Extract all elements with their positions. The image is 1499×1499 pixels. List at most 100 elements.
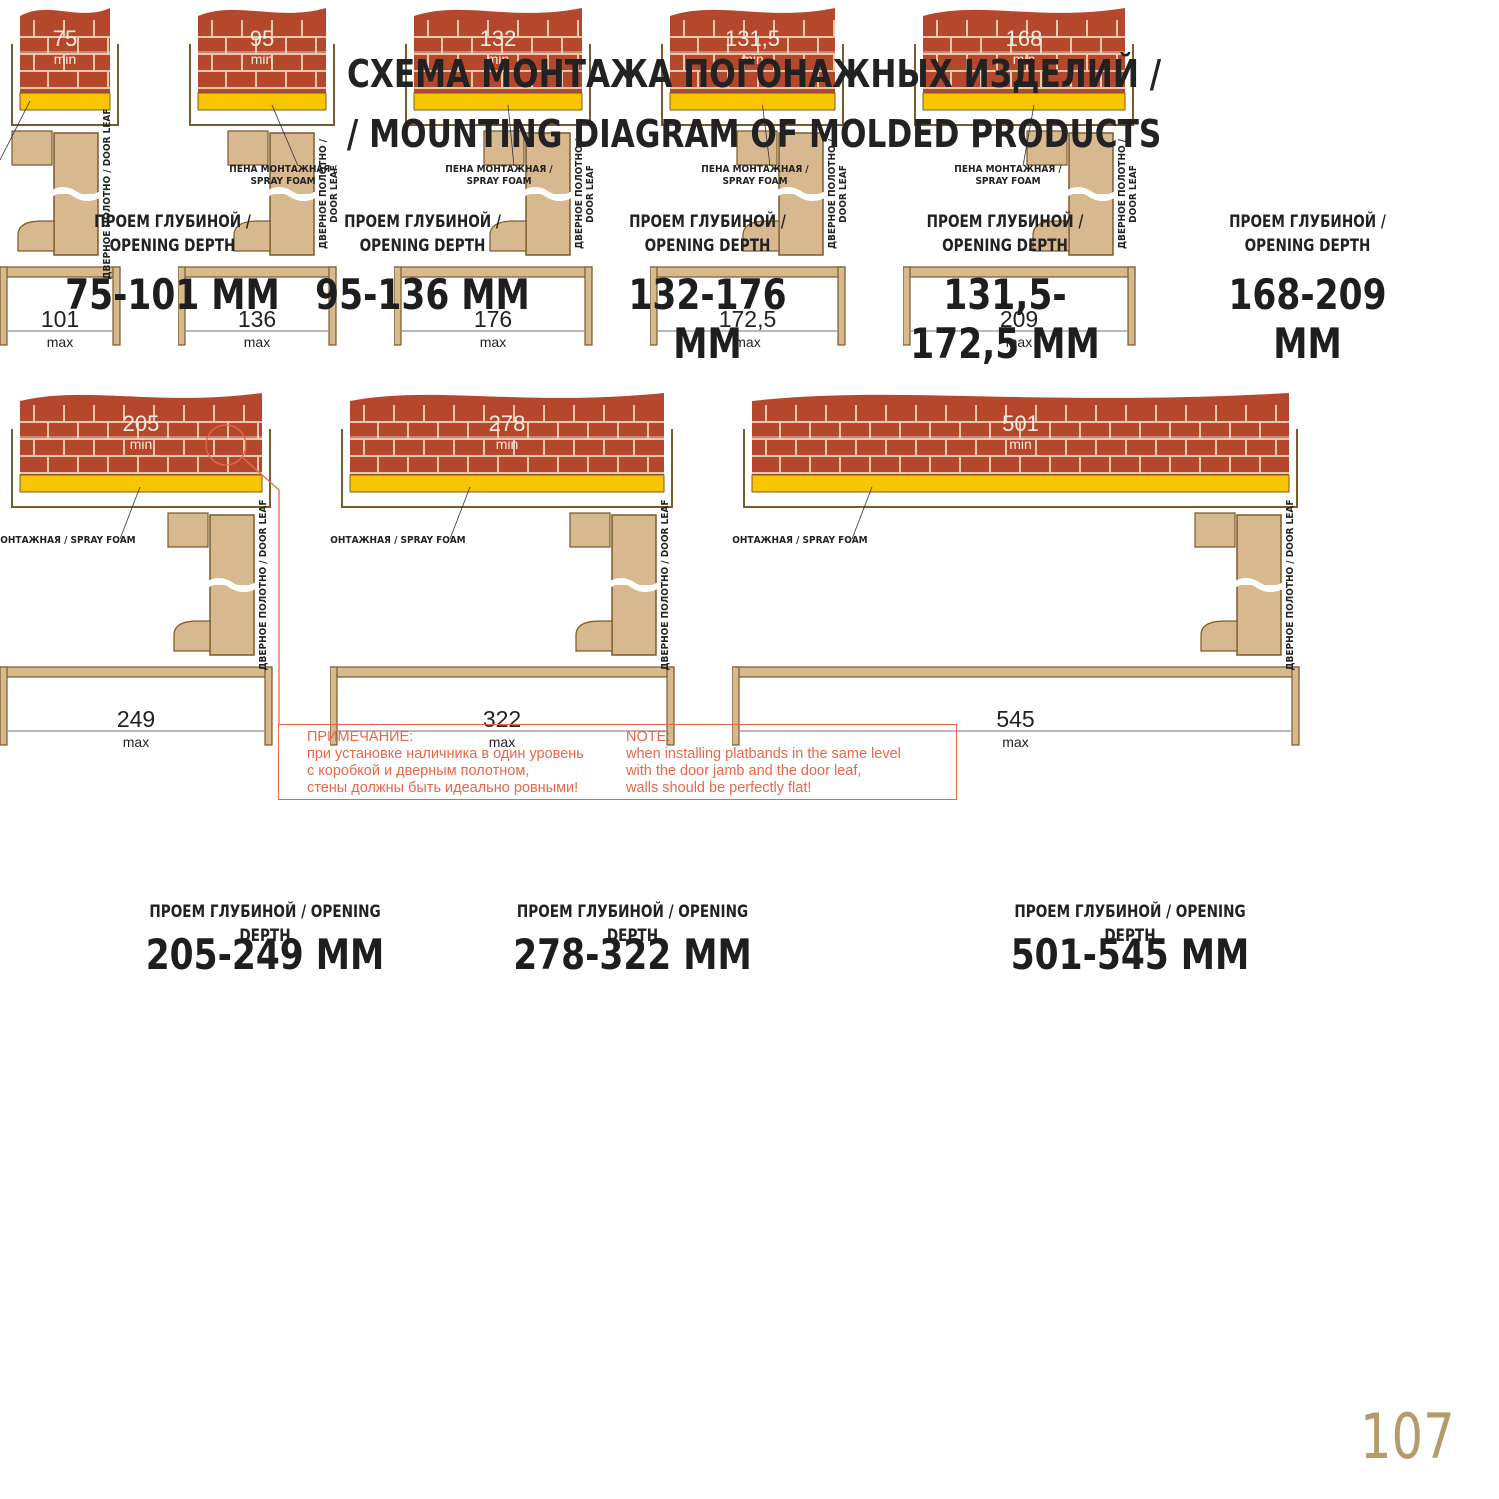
max-depth-value: 209 <box>1000 306 1038 332</box>
door-jamb <box>405 44 591 126</box>
brick-wall <box>414 8 582 93</box>
spray-foam-strip <box>197 92 327 111</box>
casing-left <box>0 266 8 346</box>
page-title-en: / MOUNTING DIAGRAM OF MOLDED PRODUCTS <box>346 112 1162 156</box>
foam-leader <box>851 486 873 540</box>
note-en-heading: NOTE: <box>626 729 671 745</box>
door-stop-bottom <box>489 220 527 252</box>
min-label: min <box>496 436 519 452</box>
door-leaf-label: DOOR LEAF <box>838 165 849 223</box>
door-leaf-label: ДВЕРНОЕ ПОЛОТНО / <box>1117 138 1128 249</box>
door-stop-bottom <box>742 220 780 252</box>
opening-depth-range: 501-545 ММ <box>1010 930 1250 979</box>
opening-depth-range: 75-101 ММ <box>65 270 280 319</box>
opening-header: ПРОЕМ ГЛУБИНОЙ / OPENING DEPTH <box>516 902 749 946</box>
casing-frame <box>329 666 675 678</box>
min-label: min <box>741 51 764 67</box>
min-depth-value: 501 <box>1002 411 1039 436</box>
page-number: 107 <box>1360 1400 1455 1473</box>
opening-depth-range: 278-322 ММ <box>513 930 752 979</box>
note-en: NOTE: when installing platbands in the s… <box>626 729 901 797</box>
max-label: max <box>1002 734 1028 750</box>
opening-depth-range: 205-249 ММ <box>145 930 385 979</box>
max-label: max <box>734 334 760 350</box>
door-jamb <box>189 44 335 126</box>
opening-header: OPENING DEPTH <box>109 236 236 256</box>
max-label: max <box>123 734 149 750</box>
min-label: min <box>130 436 153 452</box>
note-ru: ПРИМЕЧАНИЕ: при установке наличника в од… <box>307 729 584 797</box>
door-leaf-label: DOOR LEAF <box>329 165 340 223</box>
opening-header: OPENING DEPTH <box>644 236 771 256</box>
spray-foam-label: SPRAY FOAM <box>250 176 315 187</box>
door-leaf-label: ДВЕРНОЕ ПОЛОТНО / DOOR LEAF <box>102 108 113 279</box>
foam-leader <box>507 104 515 167</box>
foam-leader <box>119 486 141 540</box>
door-leaf-label: ДВЕРНОЕ ПОЛОТНО / DOOR LEAF <box>1285 499 1296 670</box>
casing-right <box>837 266 846 346</box>
foam-leader <box>0 100 31 161</box>
casing-left <box>393 266 402 346</box>
spray-foam-label: SPRAY FOAM <box>722 176 787 187</box>
max-depth-value: 176 <box>474 306 512 332</box>
spray-foam-label: SPRAY FOAM <box>466 176 531 187</box>
min-depth-value: 205 <box>123 411 160 436</box>
casing-right <box>1127 266 1136 346</box>
door-leaf-break <box>1064 187 1118 201</box>
door-leaf-break <box>49 187 103 201</box>
door-stop-bottom <box>17 220 55 252</box>
spray-foam-strip <box>751 474 1290 493</box>
min-depth-value: 75 <box>53 26 77 51</box>
brick-wall <box>20 8 110 93</box>
note-en-line: when installing platbands in the same le… <box>626 746 901 762</box>
brick-wall <box>350 393 664 475</box>
note-ru-line: с коробкой и дверным полотном, <box>307 763 530 779</box>
opening-header: ПРОЕМ ГЛУБИНОЙ / <box>1229 212 1386 232</box>
spray-foam-strip <box>669 92 836 111</box>
spray-foam-label: SPRAY FOAM <box>975 176 1040 187</box>
opening-header: ПРОЕМ ГЛУБИНОЙ / <box>926 212 1084 232</box>
door-stop-top <box>1026 130 1068 166</box>
door-stop-bottom <box>173 620 211 652</box>
casing-right <box>264 666 273 746</box>
casing-left <box>902 266 911 346</box>
spray-foam-strip <box>19 474 263 493</box>
brick-wall <box>198 8 326 93</box>
min-depth-value: 168 <box>1006 26 1043 51</box>
max-label: max <box>480 334 506 350</box>
spray-foam-strip <box>413 92 583 111</box>
opening-depth-range: 168-209 ММ <box>1228 270 1387 368</box>
min-depth-value: 95 <box>250 26 274 51</box>
casing-left <box>0 666 8 746</box>
opening-header: OPENING DEPTH <box>942 236 1068 256</box>
door-stop-top <box>227 130 269 166</box>
min-label: min <box>487 51 510 67</box>
spray-foam-strip <box>349 474 665 493</box>
spray-foam-label: ПЕНА МОНТАЖНАЯ / <box>229 164 337 175</box>
door-leaf-break <box>607 578 661 592</box>
door-jamb <box>341 429 673 508</box>
max-label: max <box>244 334 270 350</box>
min-label: min <box>1009 436 1032 452</box>
door-leaf-label: ДВЕРНОЕ ПОЛОТНО / DOOR LEAF <box>660 499 671 670</box>
door-leaf-label: DOOR LEAF <box>585 165 596 223</box>
casing-left <box>649 266 658 346</box>
door-jamb <box>914 44 1134 126</box>
min-label: min <box>1013 51 1036 67</box>
door-leaf-break <box>265 187 319 201</box>
door-leaf-label: ДВЕРНОЕ ПОЛОТНО / <box>574 138 585 249</box>
note-ru-heading: ПРИМЕЧАНИЕ: <box>307 729 414 745</box>
door-jamb <box>743 429 1298 508</box>
foam-leader <box>762 104 771 167</box>
door-leaf-label: ДВЕРНОЕ ПОЛОТНО / DOOR LEAF <box>258 499 269 670</box>
opening-header: ПРОЕМ ГЛУБИНОЙ / OPENING DEPTH <box>1014 902 1246 946</box>
door-stop-top <box>569 512 611 548</box>
casing-right <box>1291 666 1300 746</box>
opening-depth-range: 95-136 ММ <box>315 270 530 319</box>
